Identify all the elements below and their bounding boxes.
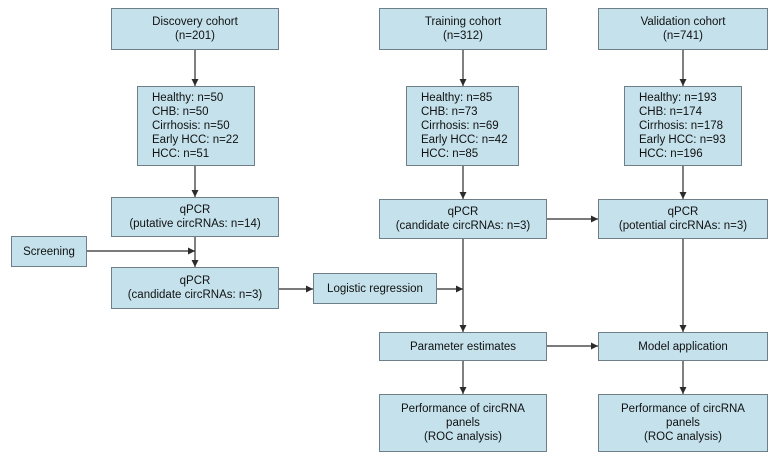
validation-performance-line-1: Performance of circRNA xyxy=(621,403,745,415)
training-performance-line-2: panels xyxy=(446,417,480,429)
discovery-cohort-box: Discovery cohort (n=201) xyxy=(111,8,279,50)
training-group-hcc: HCC: n=85 xyxy=(421,148,479,160)
discovery-group-early-hcc: Early HCC: n=22 xyxy=(152,134,239,146)
validation-performance-line-3: (ROC analysis) xyxy=(644,431,722,443)
logistic-regression-box: Logistic regression xyxy=(313,273,437,304)
discovery-group-cirrhosis: Cirrhosis: n=50 xyxy=(152,120,230,132)
discovery-groups-box: Healthy: n=50 CHB: n=50 Cirrhosis: n=50 … xyxy=(137,86,255,166)
validation-group-cirrhosis: Cirrhosis: n=178 xyxy=(639,120,724,132)
training-performance-line-1: Performance of circRNA xyxy=(401,403,525,415)
discovery-cohort-title: Discovery cohort xyxy=(152,16,238,28)
validation-performance-line-2: panels xyxy=(666,417,700,429)
validation-group-hcc: HCC: n=196 xyxy=(639,148,703,160)
validation-qpcr-title: qPCR xyxy=(667,206,699,218)
training-qpcr-count: (candidate circRNAs: n=3) xyxy=(395,220,531,232)
validation-groups-box: Healthy: n=193 CHB: n=174 Cirrhosis: n=1… xyxy=(624,86,742,166)
discovery-qpcr-candidate-count: (candidate circRNAs: n=3) xyxy=(127,289,263,301)
training-group-early-hcc: Early HCC: n=42 xyxy=(421,134,508,146)
training-cohort-box: Training cohort (n=312) xyxy=(379,8,547,50)
validation-group-chb: CHB: n=174 xyxy=(639,106,702,118)
validation-cohort-title: Validation cohort xyxy=(640,16,726,28)
discovery-cohort-count: (n=201) xyxy=(175,30,215,42)
parameter-estimates-box: Parameter estimates xyxy=(379,332,547,361)
discovery-qpcr-putative-count: (putative circRNAs: n=14) xyxy=(129,218,261,230)
training-qpcr-box: qPCR (candidate circRNAs: n=3) xyxy=(379,199,547,239)
screening-label: Screening xyxy=(23,245,75,258)
training-cohort-title: Training cohort xyxy=(424,16,502,28)
discovery-qpcr-putative-box: qPCR (putative circRNAs: n=14) xyxy=(111,197,279,237)
validation-qpcr-box: qPCR (potential circRNAs: n=3) xyxy=(598,199,768,239)
logistic-regression-label: Logistic regression xyxy=(327,282,423,295)
model-application-box: Model application xyxy=(598,332,768,361)
validation-qpcr-count: (potential circRNAs: n=3) xyxy=(618,220,748,232)
training-groups-box: Healthy: n=85 CHB: n=73 Cirrhosis: n=69 … xyxy=(406,86,519,166)
validation-group-healthy: Healthy: n=193 xyxy=(639,92,717,104)
screening-box: Screening xyxy=(11,236,87,267)
training-group-chb: CHB: n=73 xyxy=(421,106,478,118)
parameter-estimates-label: Parameter estimates xyxy=(409,340,517,353)
discovery-group-chb: CHB: n=50 xyxy=(152,106,209,118)
discovery-group-healthy: Healthy: n=50 xyxy=(152,92,224,104)
training-performance-line-3: (ROC analysis) xyxy=(424,431,502,443)
training-group-cirrhosis: Cirrhosis: n=69 xyxy=(421,120,499,132)
validation-performance-box: Performance of circRNA panels (ROC analy… xyxy=(598,394,768,452)
discovery-qpcr-putative-title: qPCR xyxy=(179,204,211,216)
training-qpcr-title: qPCR xyxy=(447,206,479,218)
training-cohort-count: (n=312) xyxy=(443,30,483,42)
model-application-label: Model application xyxy=(638,340,728,353)
discovery-group-hcc: HCC: n=51 xyxy=(152,148,210,160)
validation-cohort-count: (n=741) xyxy=(663,30,703,42)
validation-group-early-hcc: Early HCC: n=93 xyxy=(639,134,726,146)
validation-cohort-box: Validation cohort (n=741) xyxy=(598,8,768,50)
training-performance-box: Performance of circRNA panels (ROC analy… xyxy=(379,394,547,452)
training-group-healthy: Healthy: n=85 xyxy=(421,92,493,104)
discovery-qpcr-candidate-box: qPCR (candidate circRNAs: n=3) xyxy=(111,267,279,309)
discovery-qpcr-candidate-title: qPCR xyxy=(179,275,211,287)
